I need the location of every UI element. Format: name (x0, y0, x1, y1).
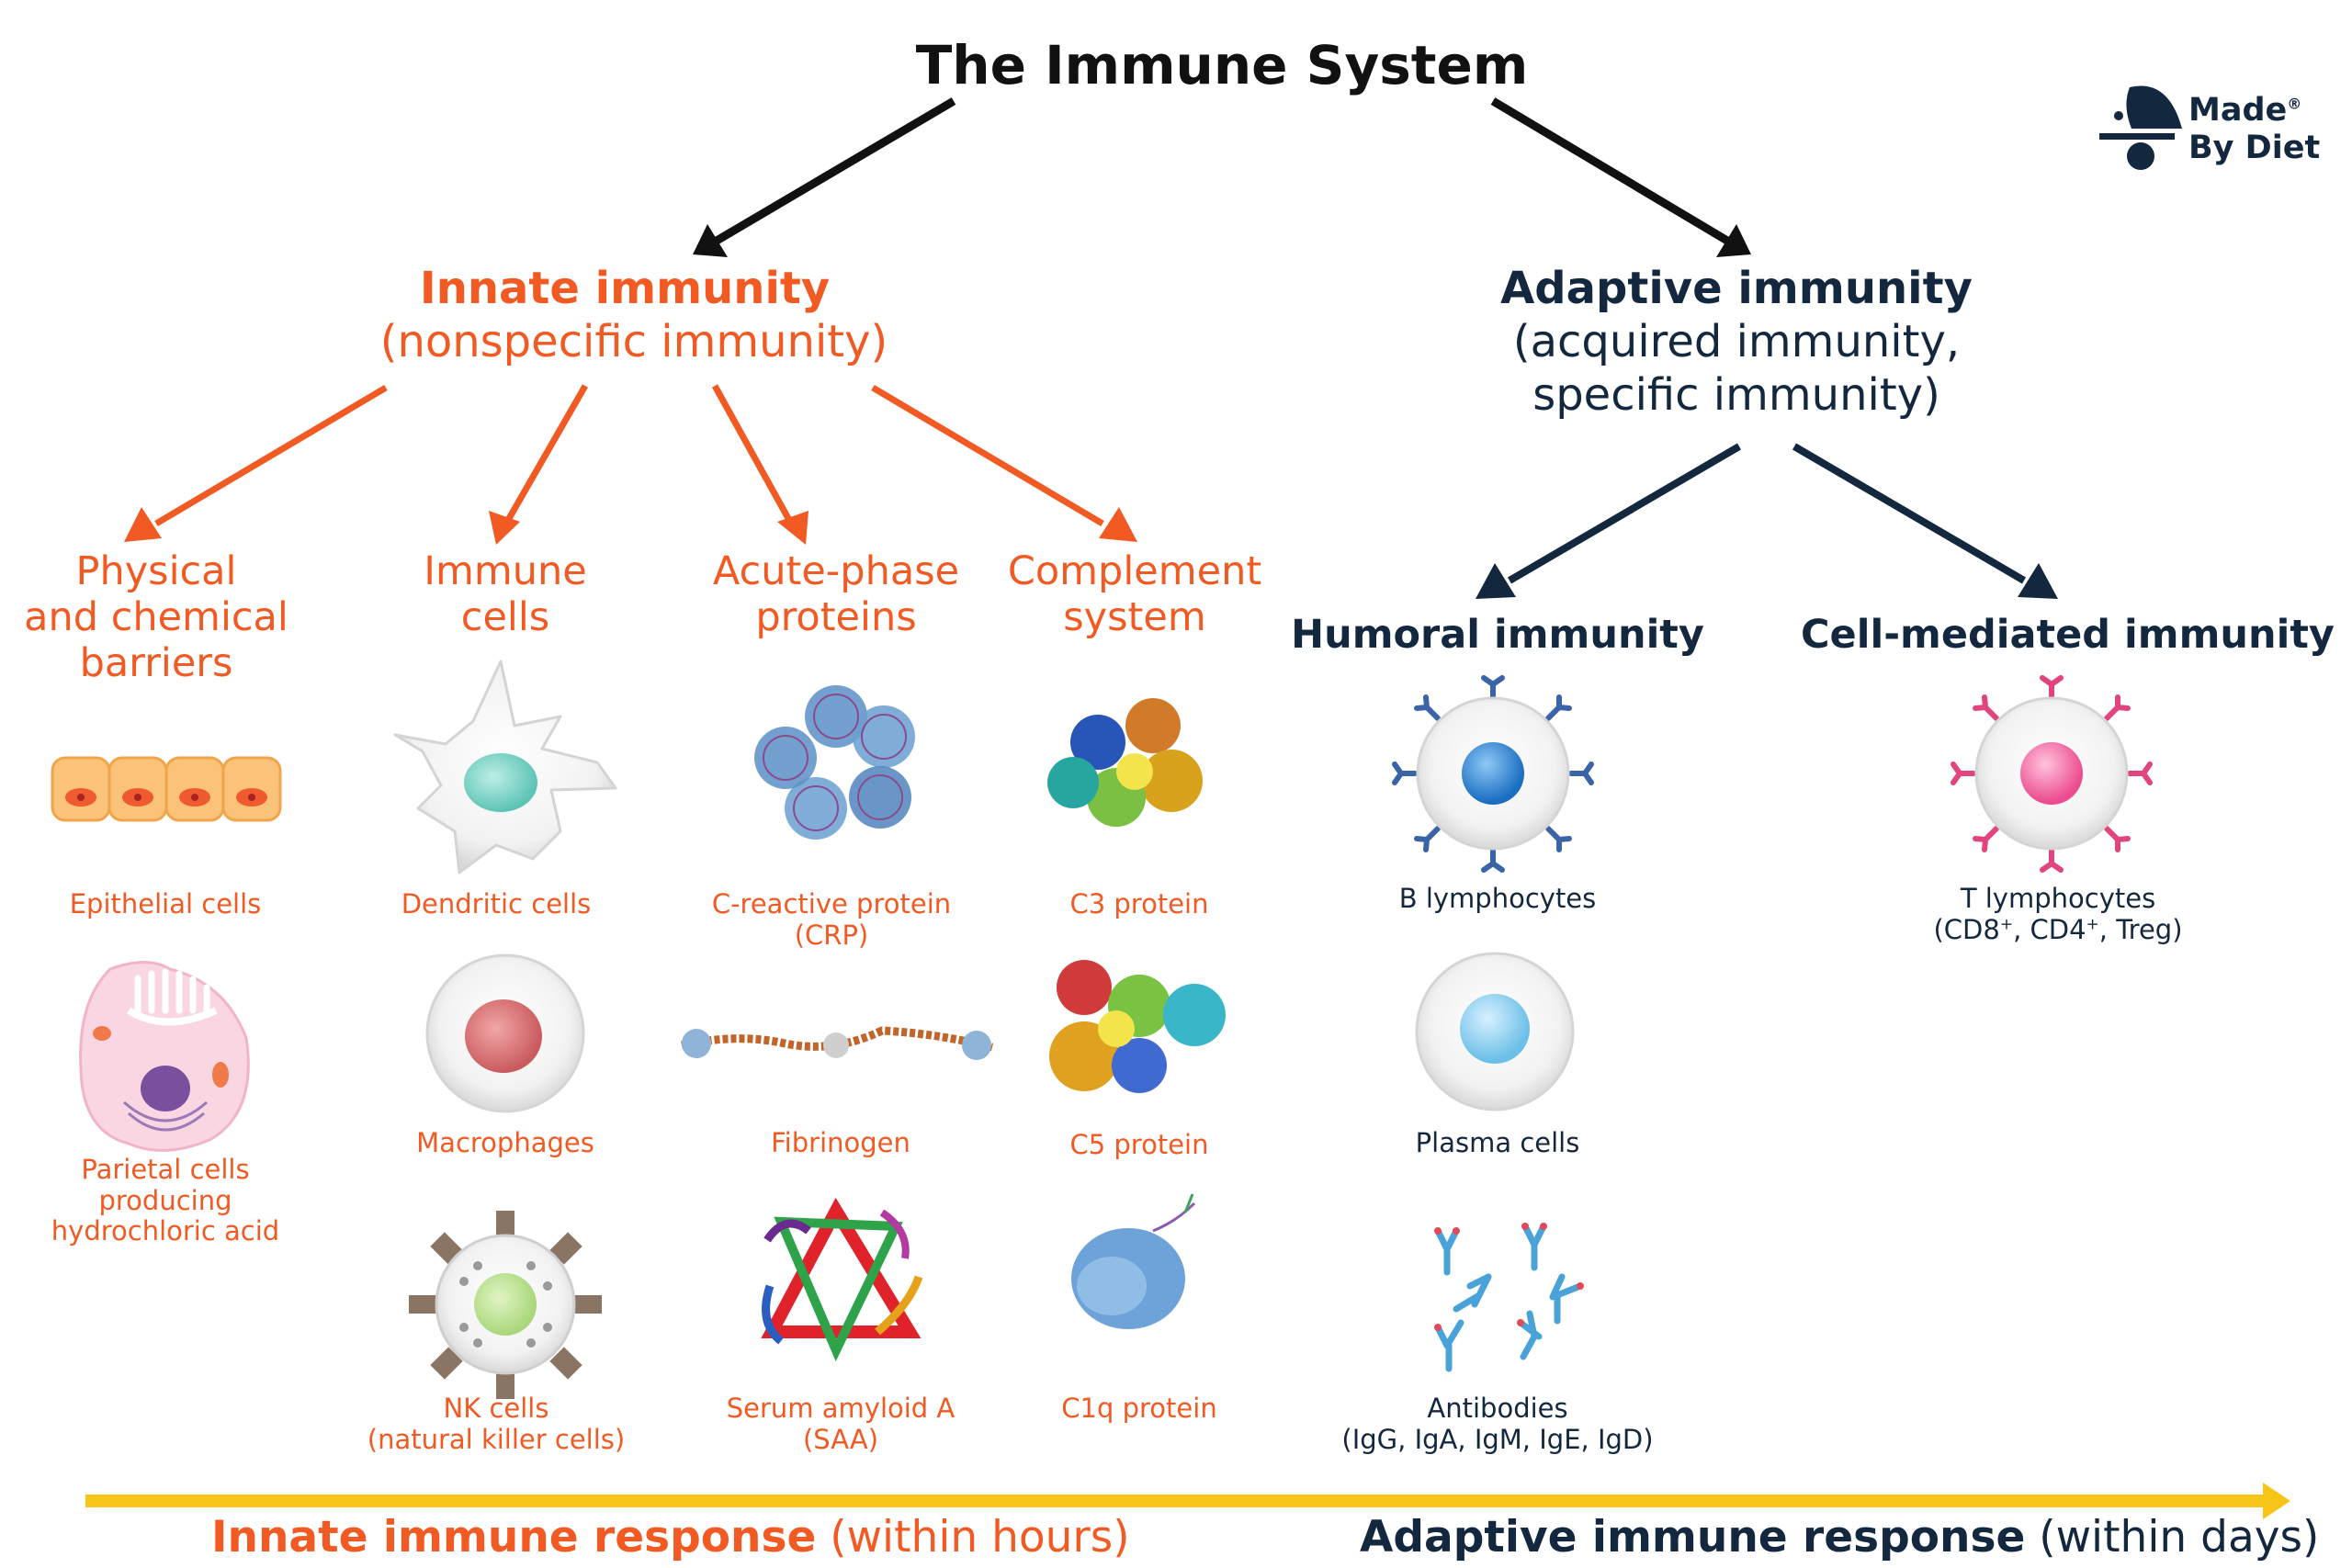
branch-humoral-immunity: Humoral immunity (1291, 612, 1704, 658)
arrow-icon (124, 507, 1137, 545)
label-line: T lymphocytes (1960, 883, 2156, 914)
made-by-diet-logo (2099, 85, 2182, 170)
category-complement-system: Complement system (992, 548, 1277, 641)
timeline-innate-bold: Innate immune response (211, 1512, 817, 1562)
label-line: C-reactive protein (711, 888, 952, 919)
t-lymphocyte-icon (1951, 675, 2153, 873)
label-saa: Serum amyloid A (SAA) (703, 1393, 978, 1455)
label-sup: + (2086, 914, 2099, 933)
label-line: NK cells (443, 1393, 549, 1424)
category-line: Immune (424, 548, 587, 594)
label-parietal-cells: Parietal cells producing hydrochloric ac… (28, 1154, 303, 1247)
label-line: Parietal cells (81, 1154, 250, 1185)
crp-protein-icon (754, 685, 915, 840)
category-line: Acute-phase (712, 548, 960, 594)
label-part: , Treg) (2098, 913, 2183, 945)
timeline-innate-label: Innate immune response (within hours) (211, 1512, 1130, 1563)
label-crp: C-reactive protein (CRP) (694, 888, 969, 951)
innate-subtitle: (nonspecific immunity) (379, 316, 888, 367)
label-macrophages: Macrophages (416, 1127, 594, 1158)
c3-protein-icon (1047, 698, 1203, 827)
branch-cell-mediated-immunity: Cell-mediated immunity (1801, 612, 2335, 658)
saa-protein-icon (761, 1197, 923, 1362)
category-line: proteins (755, 593, 917, 640)
label-line: (SAA) (802, 1423, 879, 1455)
label-epithelial-cells: Epithelial cells (69, 888, 262, 919)
label-line: (CRP) (794, 919, 869, 951)
label-line: producing (98, 1184, 232, 1216)
label-part: (CD8 (1933, 913, 2000, 945)
dendritic-cell-icon (393, 660, 617, 874)
category-line: cells (460, 593, 550, 640)
label-line: Serum amyloid A (726, 1393, 956, 1424)
timeline-adaptive-label: Adaptive immune response (within days) (1360, 1512, 2319, 1563)
label-line: (IgG, IgA, IgM, IgE, IgD) (1341, 1423, 1654, 1455)
macrophage-icon (425, 953, 585, 1113)
label-t-lymphocytes: T lymphocytes (CD8+, CD4+, Treg) (1911, 883, 2205, 946)
logo-line2: By Diet (2188, 130, 2321, 167)
logo-line1: Made (2188, 92, 2288, 129)
label-c1q-protein: C1q protein (1061, 1393, 1217, 1424)
label-b-lymphocytes: B lymphocytes (1398, 883, 1597, 914)
label-antibodies: Antibodies (IgG, IgA, IgM, IgE, IgD) (1323, 1393, 1672, 1455)
label-line: hydrochloric acid (51, 1215, 280, 1247)
adaptive-subtitle-line2: specific immunity) (1532, 369, 1940, 421)
antibodies-icon (1434, 1223, 1584, 1331)
page-title: The Immune System (915, 34, 1529, 96)
category-immune-cells: Immune cells (368, 548, 643, 641)
adaptive-title: Adaptive immunity (1500, 263, 1973, 314)
category-line: system (1063, 593, 1206, 640)
arrow-icon (1476, 563, 2058, 599)
category-line: and chemical (24, 593, 288, 640)
innate-title: Innate immunity (419, 263, 831, 314)
label-nk-cells: NK cells (natural killer cells) (349, 1393, 643, 1455)
c5-protein-icon (1049, 960, 1226, 1093)
arrow-icon (1507, 443, 2027, 584)
parietal-cell-icon (79, 961, 250, 1152)
timeline-adaptive-rest: (within days) (2025, 1512, 2320, 1562)
timeline-arrow (85, 1483, 2290, 1519)
fibrinogen-icon (681, 1026, 994, 1060)
timeline-adaptive-bold: Adaptive immune response (1360, 1512, 2026, 1562)
label-line: (natural killer cells) (367, 1423, 626, 1455)
nk-cell-icon (409, 1211, 602, 1399)
label-dendritic-cells: Dendritic cells (401, 888, 592, 919)
label-line: Antibodies (1427, 1393, 1568, 1424)
label-sup: + (1999, 914, 2014, 933)
label-line: (CD8+, CD4+, Treg) (1911, 913, 2205, 946)
antibodies-icon (1434, 1223, 1584, 1372)
category-acute-phase-proteins: Acute-phase proteins (698, 548, 974, 641)
label-part: , CD4 (2013, 913, 2086, 945)
label-c5-protein: C5 protein (1069, 1129, 1209, 1160)
logo-text: Made® By Diet (2188, 92, 2320, 168)
arrow-icon (1490, 97, 1751, 257)
c1q-protein-icon (1071, 1193, 1196, 1329)
category-physical-barriers: Physical and chemical barriers (9, 548, 303, 687)
label-plasma-cells: Plasma cells (1415, 1127, 1580, 1158)
category-line: barriers (79, 639, 233, 686)
label-fibrinogen: Fibrinogen (771, 1127, 910, 1158)
logo-registered: ® (2287, 95, 2302, 113)
label-c3-protein: C3 protein (1069, 888, 1209, 919)
adaptive-subtitle-line1: (acquired immunity, (1512, 316, 1961, 367)
arrow-icon (693, 97, 956, 257)
plasma-cell-icon (1415, 952, 1575, 1111)
timeline-innate-rest: (within hours) (816, 1512, 1130, 1562)
category-line: Physical (75, 548, 237, 594)
epithelial-cells-icon (51, 756, 282, 822)
category-line: Complement (1007, 548, 1262, 594)
b-lymphocyte-icon (1392, 675, 1594, 873)
arrow-icon (154, 384, 1104, 527)
